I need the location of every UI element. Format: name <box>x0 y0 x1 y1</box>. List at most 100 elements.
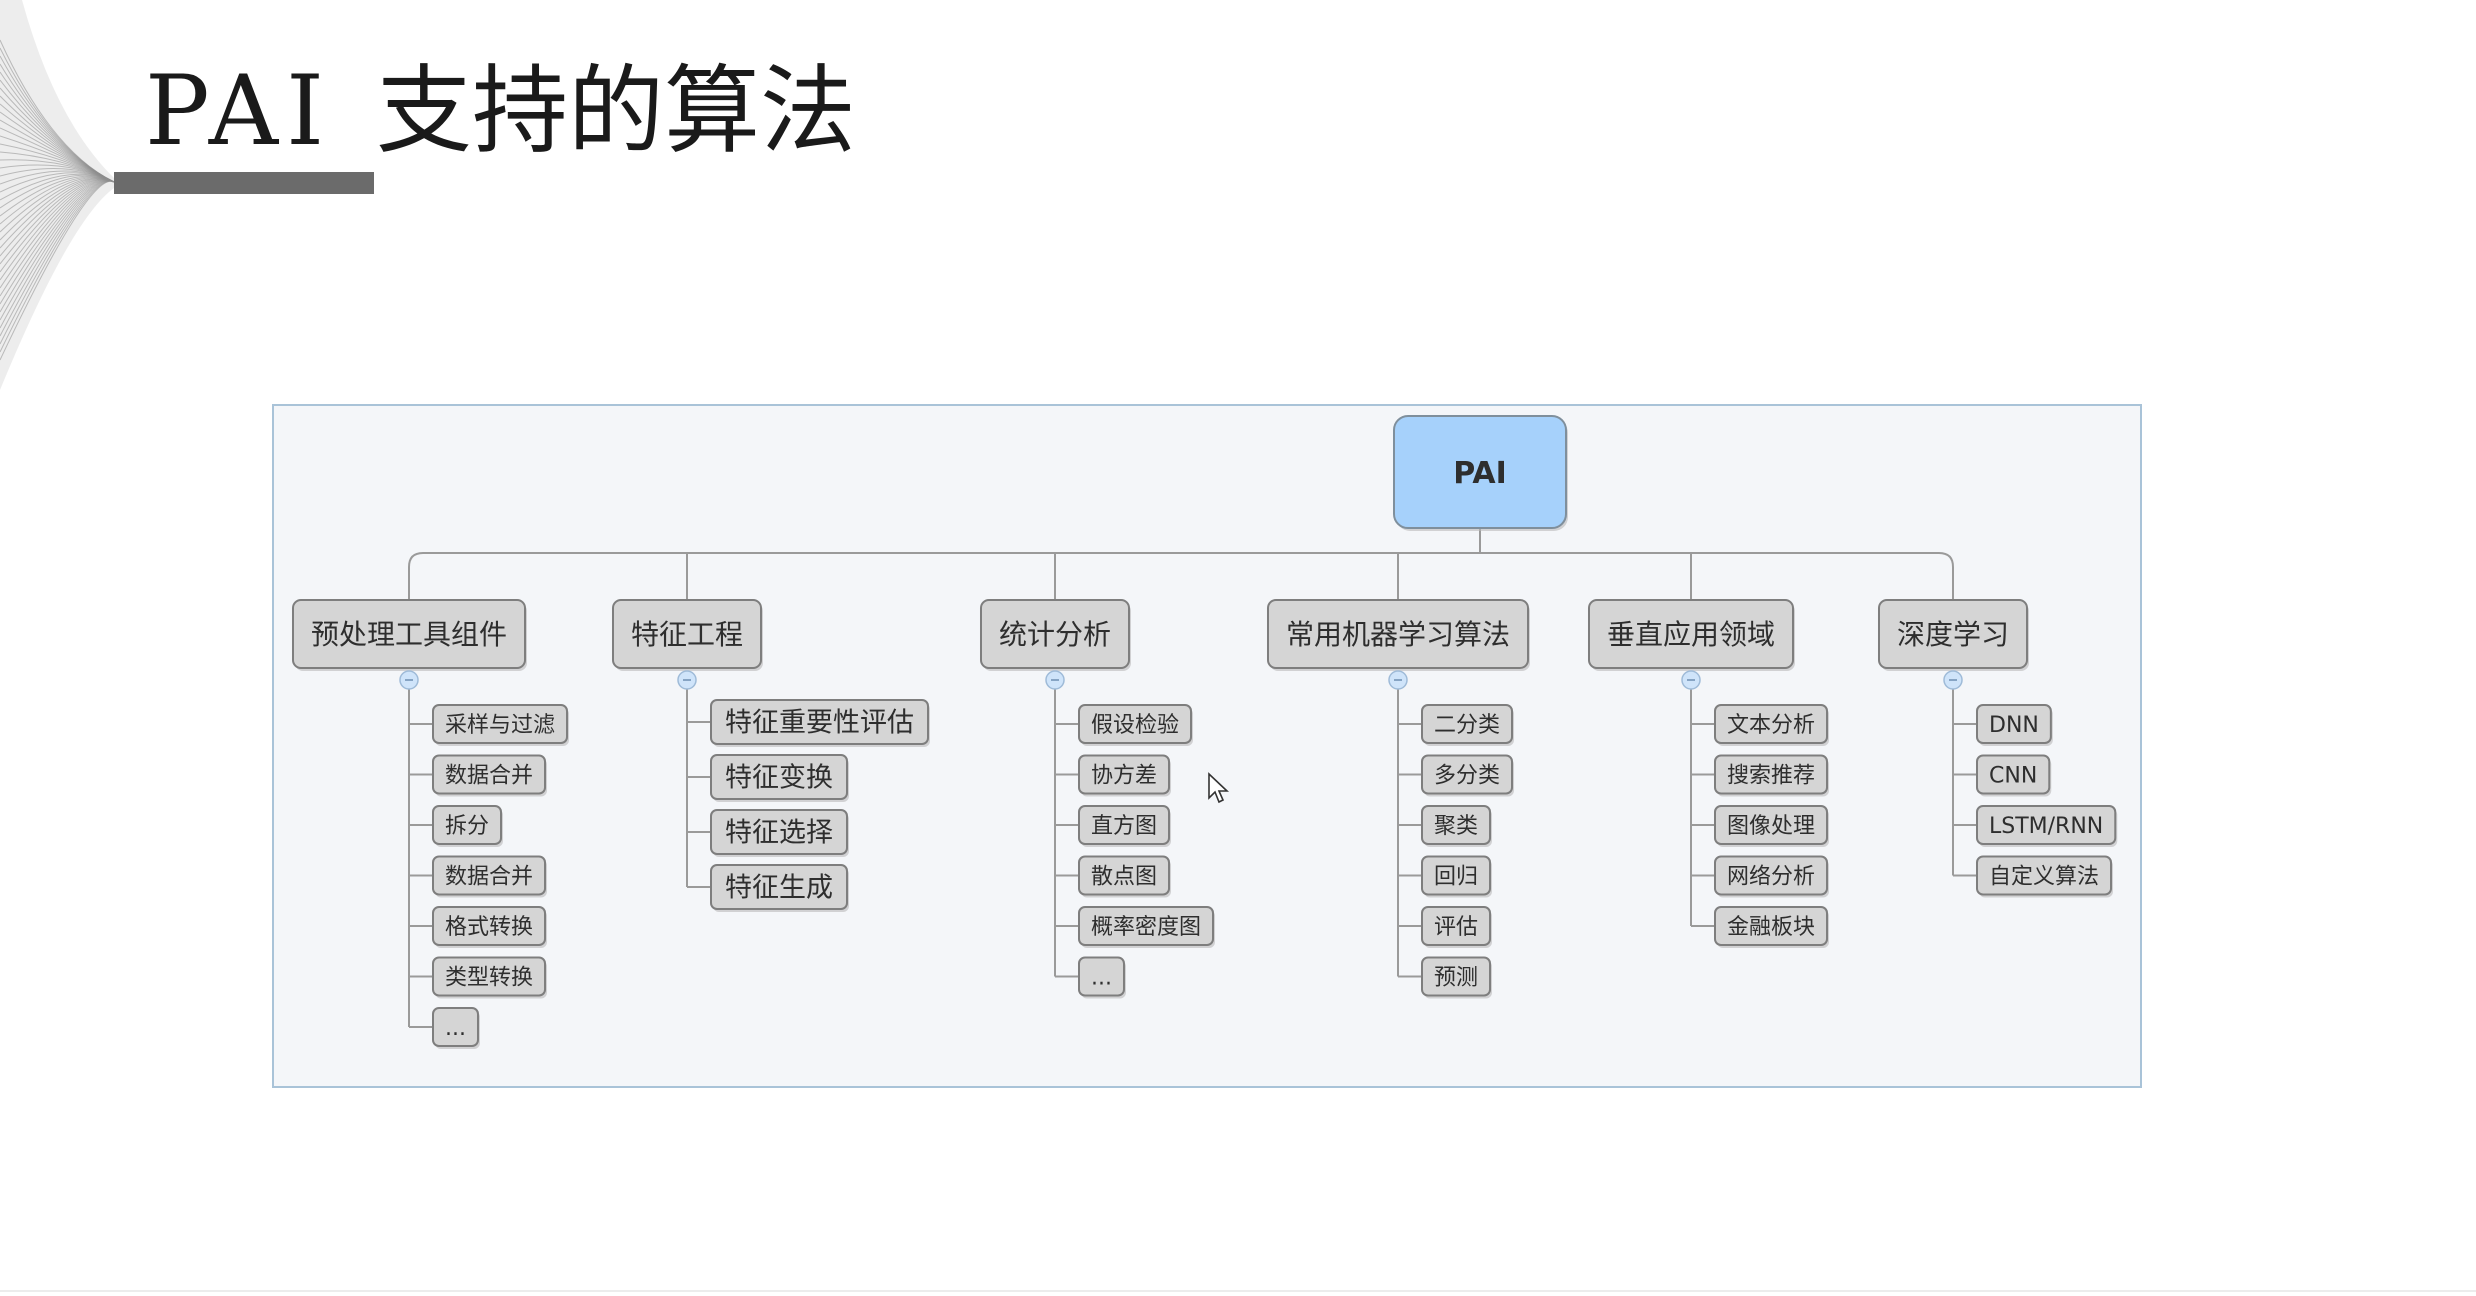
leaf-node-4-4-label: 金融板块 <box>1727 915 1815 940</box>
leaf-node-5-0[interactable]: DNN <box>1976 704 2053 746</box>
root-node-label: PAI <box>1453 456 1507 491</box>
leaf-node-2-5[interactable]: ... <box>1078 956 1126 999</box>
leaf-node-2-2-box <box>1078 805 1171 845</box>
leaf-node-2-3-box <box>1078 855 1171 896</box>
leaf-node-4-3[interactable]: 网络分析 <box>1714 855 1830 898</box>
collapse-toggle-3[interactable] <box>1388 670 1408 690</box>
leaf-node-3-1-label: 多分类 <box>1434 763 1500 788</box>
leaf-node-0-4-box <box>432 906 547 946</box>
leaf-node-0-6[interactable]: ... <box>432 1007 480 1049</box>
leaf-node-3-3-box <box>1421 855 1492 896</box>
leaf-node-0-1-box <box>432 754 547 795</box>
root-node[interactable]: PAI <box>1393 415 1568 531</box>
category-node-3[interactable]: 常用机器学习算法 <box>1266 599 1531 671</box>
leaf-node-2-0-box <box>1078 704 1193 744</box>
category-node-4-box <box>1587 599 1795 669</box>
leaf-node-0-2[interactable]: 拆分 <box>432 805 504 847</box>
leaf-node-2-0[interactable]: 假设检验 <box>1078 704 1194 746</box>
leaf-node-0-3-box <box>432 855 547 896</box>
leaf-node-3-0[interactable]: 二分类 <box>1421 704 1515 746</box>
leaf-node-3-4[interactable]: 评估 <box>1421 906 1493 948</box>
leaf-node-3-1[interactable]: 多分类 <box>1421 754 1515 797</box>
leaf-node-2-4[interactable]: 概率密度图 <box>1078 906 1216 948</box>
leaf-node-1-1-label: 特征变换 <box>725 763 833 794</box>
leaf-node-1-2-box <box>710 809 848 855</box>
leaf-node-0-4[interactable]: 格式转换 <box>432 906 548 948</box>
category-node-3-box <box>1266 599 1530 669</box>
category-bus <box>408 552 1954 600</box>
slide-title-cjk: 支持的算法 <box>376 55 857 167</box>
leaf-node-4-4[interactable]: 金融板块 <box>1714 906 1830 948</box>
category-node-5[interactable]: 深度学习 <box>1877 599 2030 671</box>
leaf-node-2-5-label: ... <box>1091 965 1112 990</box>
leaf-node-5-1[interactable]: CNN <box>1976 754 2052 797</box>
leaf-node-0-3-label: 数据合并 <box>445 864 533 889</box>
leaf-node-1-0[interactable]: 特征重要性评估 <box>710 699 930 747</box>
category-node-4-label: 垂直应用领域 <box>1607 618 1775 651</box>
leaf-node-1-2[interactable]: 特征选择 <box>710 809 849 857</box>
leaf-node-3-1-box <box>1421 754 1514 795</box>
category-node-2[interactable]: 统计分析 <box>979 599 1132 671</box>
leaf-node-4-4-box <box>1714 906 1829 946</box>
category-node-0-label: 预处理工具组件 <box>311 618 507 651</box>
leaf-node-3-2[interactable]: 聚类 <box>1421 805 1493 847</box>
leaf-node-3-5-box <box>1421 956 1492 997</box>
category-node-1-label: 特征工程 <box>631 618 743 651</box>
leaf-node-3-3[interactable]: 回归 <box>1421 855 1493 898</box>
leaf-node-0-5[interactable]: 类型转换 <box>432 956 548 999</box>
leaf-node-1-1[interactable]: 特征变换 <box>710 754 849 802</box>
category-node-5-box <box>1877 599 2029 669</box>
leaf-node-0-1[interactable]: 数据合并 <box>432 754 548 797</box>
leaf-node-3-2-box <box>1421 805 1492 845</box>
leaf-node-3-5[interactable]: 预测 <box>1421 956 1493 999</box>
leaf-node-4-1-box <box>1714 754 1829 795</box>
category-node-1[interactable]: 特征工程 <box>611 599 764 671</box>
title-underline-bar <box>114 172 374 194</box>
root-node-box <box>1393 415 1567 529</box>
collapse-toggle-1[interactable] <box>677 670 697 690</box>
leaf-node-1-2-label: 特征选择 <box>725 818 833 849</box>
leaf-node-3-2-label: 聚类 <box>1434 814 1478 839</box>
leaf-node-0-2-label: 拆分 <box>445 814 489 839</box>
leaf-node-5-3-box <box>1976 855 2113 896</box>
connector-lines <box>408 528 1977 1028</box>
leaf-node-2-0-label: 假设检验 <box>1091 713 1179 738</box>
leaf-node-3-3-label: 回归 <box>1434 864 1478 889</box>
leaf-node-5-3[interactable]: 自定义算法 <box>1976 855 2114 898</box>
leaf-node-4-2[interactable]: 图像处理 <box>1714 805 1830 847</box>
leaf-node-0-0[interactable]: 采样与过滤 <box>432 704 570 746</box>
leaf-node-4-1[interactable]: 搜索推荐 <box>1714 754 1830 797</box>
leaf-node-0-4-label: 格式转换 <box>445 915 533 940</box>
collapse-toggle-2[interactable] <box>1045 670 1065 690</box>
category-node-2-box <box>979 599 1131 669</box>
leaf-node-0-6-box <box>432 1007 479 1047</box>
leaf-node-0-5-label: 类型转换 <box>445 965 533 990</box>
leaf-node-0-3[interactable]: 数据合并 <box>432 855 548 898</box>
category-node-0-box <box>291 599 527 669</box>
leaf-node-2-1[interactable]: 协方差 <box>1078 754 1172 797</box>
leaf-node-3-5-label: 预测 <box>1434 965 1478 990</box>
leaf-node-0-5-box <box>432 956 547 997</box>
leaf-node-5-2[interactable]: LSTM/RNN <box>1976 805 2118 847</box>
leaf-node-2-3[interactable]: 散点图 <box>1078 855 1172 898</box>
category-node-0[interactable]: 预处理工具组件 <box>291 599 528 671</box>
leaf-node-4-0[interactable]: 文本分析 <box>1714 704 1830 746</box>
leaf-node-5-3-label: 自定义算法 <box>1989 864 2099 889</box>
leaf-node-0-0-box <box>432 704 569 744</box>
mindmap-nodes: PAI预处理工具组件采样与过滤数据合并拆分数据合并格式转换类型转换...特征工程… <box>291 415 2118 1049</box>
leaf-node-0-1-label: 数据合并 <box>445 763 533 788</box>
collapse-toggle-5[interactable] <box>1943 670 1963 690</box>
leaf-node-1-3[interactable]: 特征生成 <box>710 864 849 912</box>
leaf-node-5-0-box <box>1976 704 2052 744</box>
leaf-node-1-1-box <box>710 754 848 800</box>
leaf-node-5-2-label: LSTM/RNN <box>1989 814 2103 839</box>
collapse-toggle-4[interactable] <box>1681 670 1701 690</box>
leaf-node-2-2[interactable]: 直方图 <box>1078 805 1172 847</box>
leaf-node-3-0-label: 二分类 <box>1434 713 1500 738</box>
collapse-toggle-0[interactable] <box>399 670 419 690</box>
leaf-node-2-2-label: 直方图 <box>1091 814 1157 839</box>
category-node-4[interactable]: 垂直应用领域 <box>1587 599 1796 671</box>
